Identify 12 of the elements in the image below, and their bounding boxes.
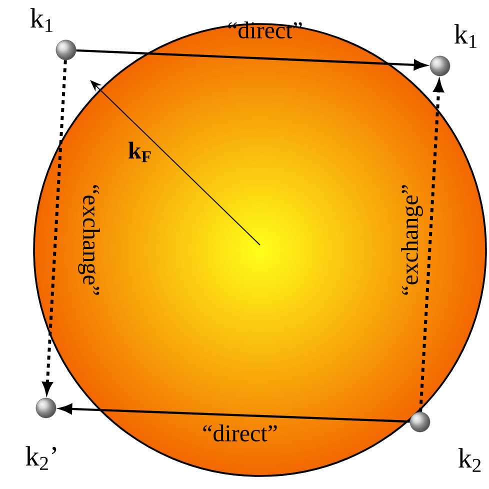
sphere [430, 56, 450, 76]
momentum-label: k$_{1}$ [30, 8, 52, 32]
momentum-label: k$_{2}$ [458, 448, 481, 472]
sphere [410, 412, 430, 432]
momentum-label: k$_{2}$’ [26, 446, 56, 470]
sphere [36, 398, 56, 418]
edge-label: “exchange” [78, 185, 100, 295]
radius-label: k$_{F}$ [128, 142, 151, 162]
edge-label: “direct” [203, 424, 277, 442]
momentum-label: k$_{1}$ [454, 24, 476, 48]
edge-label: “exchange” [401, 185, 423, 295]
sphere [56, 40, 76, 60]
